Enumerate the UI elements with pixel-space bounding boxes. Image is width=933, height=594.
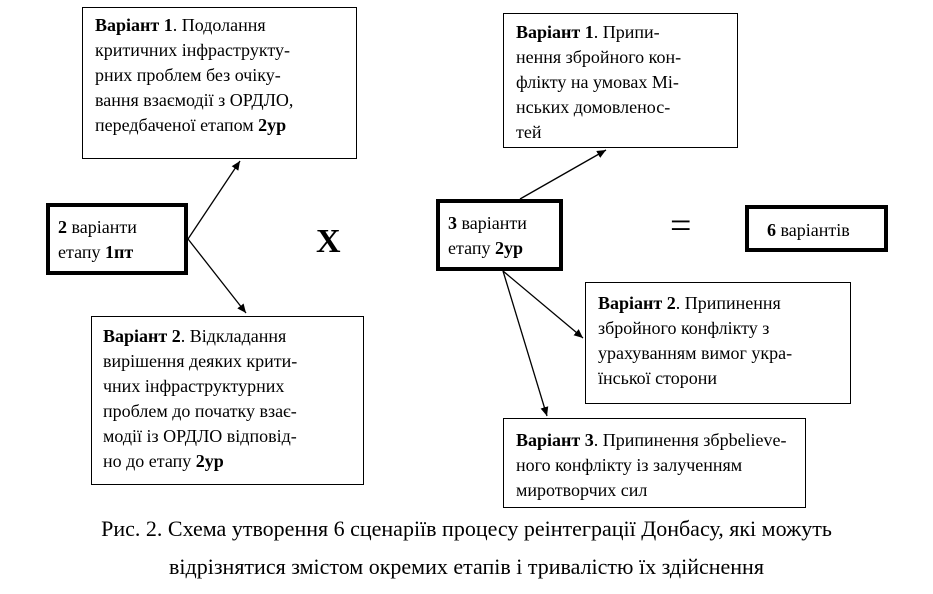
figure-caption: Рис. 2. Схема утворення 6 сценаріїв проц… <box>0 510 933 586</box>
stage-2ur-text: варіанти <box>457 213 527 233</box>
left-variant-2-text: чних інфраструктурних <box>103 376 285 396</box>
arrow-to-left-variant-1 <box>187 160 241 240</box>
right-variant-2-text: урахуванням вимог укра- <box>598 343 793 363</box>
left-variant-2-text: вирішення деяких крити- <box>103 351 298 371</box>
right-variant-1-text: Припи- <box>602 22 660 42</box>
right-variant-2-box: Варіант 2. Припинення збройного конфлікт… <box>585 282 851 404</box>
stage-2ur-stage: 2ур <box>494 238 523 258</box>
stage-1pt-box: 2 варіанти етапу 1пт <box>46 203 188 275</box>
multiply-sign: X <box>316 223 341 260</box>
arrow-to-left-variant-2 <box>187 238 247 314</box>
arrow-to-right-variant-1 <box>519 149 607 200</box>
equals-sign: = <box>670 205 692 247</box>
right-variant-1-text: тей <box>516 122 542 142</box>
left-variant-1-text: рних проблем без очіку- <box>95 65 281 85</box>
left-variant-2-stage: 2ур <box>195 451 224 471</box>
caption-line-2: відрізнятися змістом окремих етапів і тр… <box>169 554 764 579</box>
stage-2ur-text: етапу <box>448 238 495 258</box>
stage-2ur-box: 3 варіанти етапу 2ур <box>436 199 563 271</box>
right-variant-3-label: Варіант 3 <box>516 430 594 450</box>
result-count: 6 <box>767 220 776 240</box>
right-variant-2-text: Припинення <box>684 293 781 313</box>
right-variant-2-text: їнської сторони <box>598 368 718 388</box>
right-variant-1-label: Варіант 1 <box>516 22 594 42</box>
left-variant-1-label: Варіант 1 <box>95 15 173 35</box>
left-variant-1-text: Подолання <box>181 15 266 35</box>
left-variant-2-text: проблем до початку взає- <box>103 401 297 421</box>
left-variant-2-box: Варіант 2. Відкладання вирішення деяких … <box>91 316 364 485</box>
left-variant-1-text: вання взаємодії з ОРДЛО, <box>95 90 294 110</box>
right-variant-1-text: флікту на умовах Мі- <box>516 72 679 92</box>
left-variant-2-text: но до етапу <box>103 451 196 471</box>
right-variant-3-box: Варіант 3. Припинення збрbelieve- ного к… <box>503 418 806 508</box>
stage-2ur-count: 3 <box>448 213 457 233</box>
right-variant-2-text: збройного конфлікту з <box>598 318 770 338</box>
arrow-to-right-variant-3 <box>502 270 549 417</box>
caption-line-1: Рис. 2. Схема утворення 6 сценаріїв проц… <box>101 516 832 541</box>
right-variant-3-text: миротворчих сил <box>516 480 648 500</box>
left-variant-2-text: Відкладання <box>189 326 287 346</box>
left-variant-2-text: модії із ОРДЛО відповід- <box>103 426 297 446</box>
left-variant-2-label: Варіант 2 <box>103 326 181 346</box>
stage-1pt-text: варіанти <box>67 217 137 237</box>
left-variant-1-box: Варіант 1. Подолання критичних інфрастру… <box>82 7 357 159</box>
left-variant-1-text: передбаченої етапом <box>95 115 259 135</box>
stage-1pt-count: 2 <box>58 217 67 237</box>
left-variant-1-text: критичних інфраструкту- <box>95 40 290 60</box>
right-variant-1-text: нення збройного кон- <box>516 47 682 67</box>
left-variant-1-stage: 2ур <box>258 115 287 135</box>
result-text: варіантів <box>776 220 850 240</box>
right-variant-1-box: Варіант 1. Припи- нення збройного кон- ф… <box>503 13 738 148</box>
result-box: 6 варіантів <box>745 205 888 252</box>
right-variant-1-text: нських домовленос- <box>516 97 671 117</box>
right-variant-3-text: Припинення збрbelieve- <box>602 430 787 450</box>
stage-1pt-stage: 1пт <box>104 242 134 262</box>
arrow-to-right-variant-2 <box>502 270 584 339</box>
right-variant-2-label: Варіант 2 <box>598 293 676 313</box>
stage-1pt-text: етапу <box>58 242 105 262</box>
right-variant-3-text: ного конфлікту із залученням <box>516 455 743 475</box>
